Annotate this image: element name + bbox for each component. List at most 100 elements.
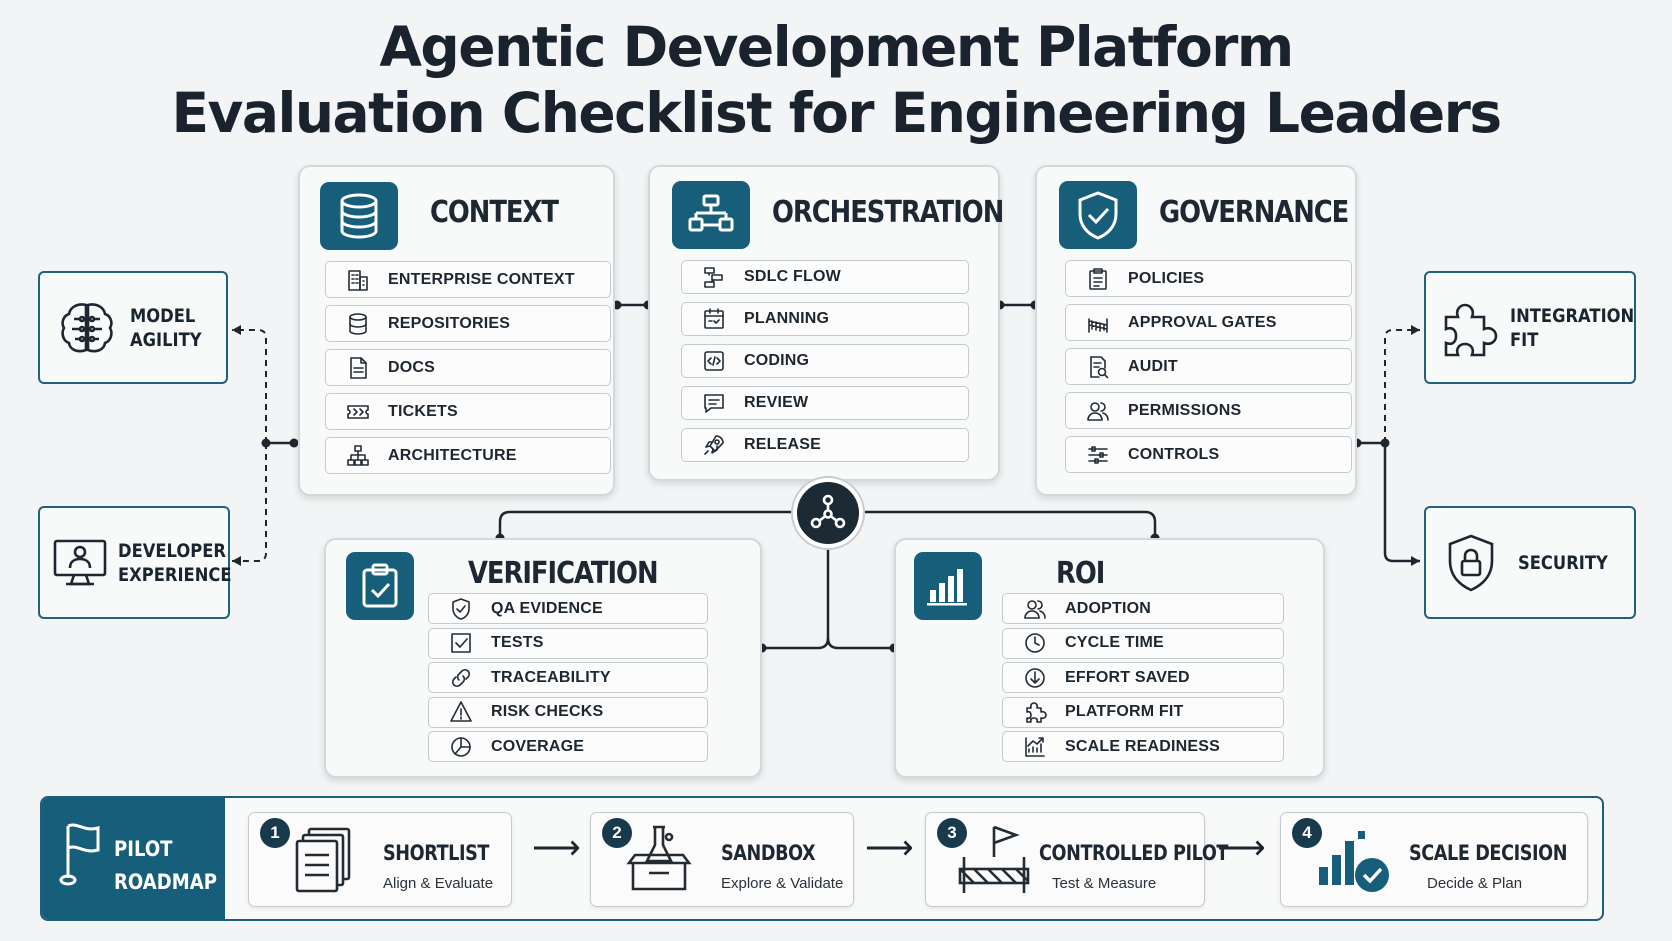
roi-item-cycle-time: CYCLE TIME xyxy=(1002,627,1284,659)
roadmap-step-scale-decision: 4 SCALE DECISION Decide & Plan xyxy=(1280,812,1588,907)
flowchart-icon xyxy=(672,181,750,249)
orchestration-item-label: RELEASE xyxy=(744,436,821,453)
bar-chart-icon xyxy=(914,552,982,620)
integration-fit-box: INTEGRATION FIT xyxy=(1424,271,1636,384)
governance-title: GOVERNANCE xyxy=(1159,195,1349,230)
flow-icon xyxy=(694,265,734,289)
pilot-flag-icon xyxy=(956,823,1032,902)
roi-item-label: PLATFORM FIT xyxy=(1065,703,1184,720)
roi-item-label: EFFORT SAVED xyxy=(1065,668,1190,686)
pie-icon xyxy=(441,735,481,759)
sandbox-flask-icon xyxy=(623,823,695,902)
security-box: SECURITY xyxy=(1424,506,1636,619)
growth-chart-icon xyxy=(1015,735,1055,759)
orchestration-item-planning: PLANNING xyxy=(681,302,969,336)
roi-item-label: ADOPTION xyxy=(1065,599,1152,617)
context-title: CONTEXT xyxy=(430,195,559,230)
shield-small-icon xyxy=(441,597,481,621)
governance-item-approval-gates: APPROVAL GATES xyxy=(1065,304,1352,341)
context-item-label: TICKETS xyxy=(388,402,458,420)
arrow-icon: ⟶ xyxy=(865,829,914,867)
security-label: SECURITY xyxy=(1518,551,1608,574)
calendar-icon xyxy=(694,307,734,331)
context-item-label: ENTERPRISE CONTEXT xyxy=(388,270,575,288)
orchestration-item-coding: CODING xyxy=(681,344,969,378)
arrow-icon: ⟶ xyxy=(532,829,581,867)
verification-item-coverage: COVERAGE xyxy=(428,731,708,762)
governance-item-label: POLICIES xyxy=(1128,269,1205,287)
shield-lock-icon xyxy=(1440,533,1502,593)
integration-fit-line2: FIT xyxy=(1510,328,1539,351)
developer-experience-box: DEVELOPER EXPERIENCE xyxy=(38,506,232,619)
code-icon xyxy=(694,349,734,373)
step-subtitle: Align & Evaluate xyxy=(383,875,494,892)
verification-item-label: RISK CHECKS xyxy=(491,703,604,720)
roi-item-adoption: ADOPTION xyxy=(1002,593,1284,624)
developer-experience-line2: EXPERIENCE xyxy=(118,563,232,586)
orchestration-item-label: SDLC FLOW xyxy=(744,268,841,285)
roi-item-scale-readiness: SCALE READINESS xyxy=(1002,731,1284,762)
developer-experience-line1: DEVELOPER xyxy=(118,539,226,562)
verification-item-tests: TESTS xyxy=(428,627,708,659)
users-icon xyxy=(1015,597,1055,621)
network-hub-icon xyxy=(793,478,863,548)
step-subtitle: Explore & Validate xyxy=(721,875,844,892)
puzzle-icon xyxy=(1440,299,1498,357)
puzzle-small-icon xyxy=(1015,700,1055,724)
users-icon xyxy=(1078,399,1118,423)
step-name: SCALE DECISION xyxy=(1409,841,1568,865)
page-title: Agentic Development Platform Evaluation … xyxy=(0,14,1672,146)
step-number: 4 xyxy=(1292,818,1322,848)
context-item-enterprise-context: ENTERPRISE CONTEXT xyxy=(325,261,611,298)
orchestration-title: ORCHESTRATION xyxy=(772,195,1004,230)
step-number: 1 xyxy=(260,818,290,848)
context-item-repositories: REPOSITORIES xyxy=(325,305,611,342)
flag-icon xyxy=(58,818,102,893)
rocket-icon xyxy=(694,433,734,457)
model-agility-line2: AGILITY xyxy=(130,328,202,351)
verification-item-label: QA EVIDENCE xyxy=(491,599,603,617)
step-subtitle: Test & Measure xyxy=(1052,875,1157,892)
title-line-2: Evaluation Checklist for Engineering Lea… xyxy=(171,81,1502,145)
roadmap-label-line2: ROADMAP xyxy=(114,870,217,894)
governance-item-label: AUDIT xyxy=(1128,357,1178,375)
roadmap-label: PILOT ROADMAP xyxy=(42,798,225,919)
verification-item-label: TRACEABILITY xyxy=(491,668,611,686)
verification-item-traceability: TRACEABILITY xyxy=(428,662,708,693)
database-icon xyxy=(320,182,398,250)
context-item-tickets: TICKETS xyxy=(325,393,611,430)
context-panel: CONTEXT ENTERPRISE CONTEXT REPOSITORIES DO… xyxy=(298,165,615,496)
verification-item-label: TESTS xyxy=(491,634,544,651)
roi-item-label: SCALE READINESS xyxy=(1065,737,1221,755)
database-small-icon xyxy=(338,312,378,336)
step-number: 3 xyxy=(937,818,967,848)
roadmap-label-line1: PILOT xyxy=(114,837,173,861)
model-agility-line1: MODEL xyxy=(130,304,196,327)
model-agility-box: MODEL AGILITY xyxy=(38,271,228,384)
clipboard-icon xyxy=(1078,267,1118,291)
link-icon xyxy=(441,666,481,690)
warning-icon xyxy=(441,700,481,724)
clipboard-check-icon xyxy=(346,552,414,620)
orchestration-item-release: RELEASE xyxy=(681,428,969,462)
governance-item-label: APPROVAL GATES xyxy=(1128,313,1277,331)
context-item-label: DOCS xyxy=(388,358,436,376)
arrow-icon: ⟶ xyxy=(1217,829,1266,867)
roi-item-label: CYCLE TIME xyxy=(1065,634,1164,651)
governance-item-label: CONTROLS xyxy=(1128,445,1220,463)
title-line-1: Agentic Development Platform xyxy=(379,15,1294,79)
roadmap-step-sandbox: 2 SANDBOX Explore & Validate xyxy=(590,812,854,907)
hierarchy-icon xyxy=(338,444,378,468)
orchestration-item-label: PLANNING xyxy=(744,310,830,327)
ticket-icon xyxy=(338,400,378,424)
brain-icon xyxy=(56,299,118,357)
integration-fit-line1: INTEGRATION xyxy=(1510,304,1635,327)
comment-icon xyxy=(694,391,734,415)
gate-icon xyxy=(1078,311,1118,335)
orchestration-item-label: CODING xyxy=(744,352,810,369)
documents-icon xyxy=(293,825,357,900)
